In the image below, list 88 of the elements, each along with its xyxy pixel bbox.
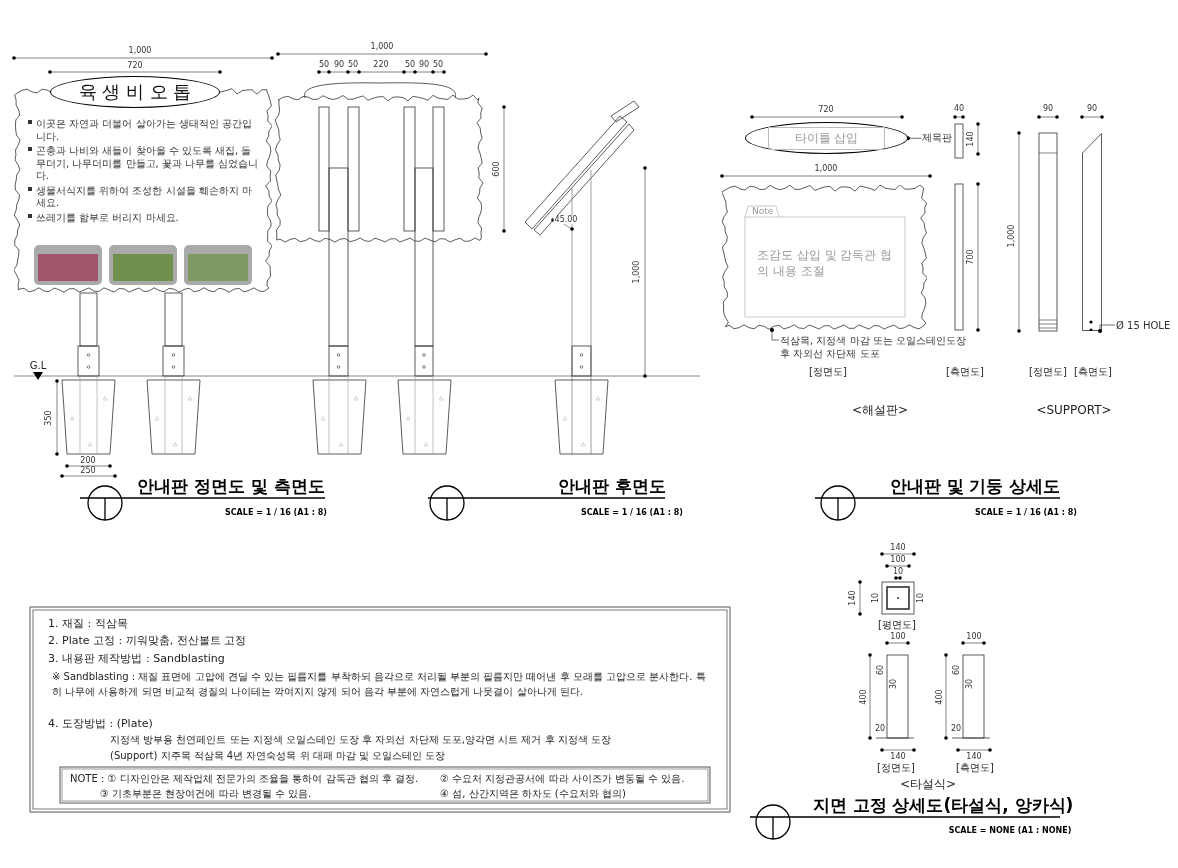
dimension-label: 90 [417, 61, 431, 69]
dimension-label: 20 [873, 725, 887, 733]
dimension-label: 140 [849, 589, 857, 607]
note-text: NOTE : ① 디자인안은 제작업체 전문가의 조율을 통하여 감독관 협의 후 결정. [70, 774, 419, 784]
dimension-label: 90 [332, 61, 346, 69]
dimension-label: 30 [966, 677, 974, 691]
view-caption: G.L [29, 361, 47, 371]
view-caption: [측면도] [1074, 367, 1112, 377]
placeholder-text: 조감도 삽입 및 감독관 협의 내용 조절 [757, 247, 894, 280]
dimension-label: 100 [889, 556, 907, 564]
view-caption: [정면도] [1029, 367, 1067, 377]
view-caption: [측면도] [956, 763, 994, 773]
dimension-label: 1,000 [369, 43, 395, 51]
leader-text: 제목판 [922, 132, 952, 145]
dimension-label: 45.00 [553, 216, 579, 224]
drawing-title: 안내판 후면도 [558, 477, 666, 495]
dimension-label: 90 [1041, 105, 1055, 113]
tab-label: Note [752, 207, 774, 216]
dimension-label: 600 [493, 160, 501, 178]
view-caption: [정면도] [809, 367, 847, 377]
bullet-text: 이곳은 자연과 더불어 살아가는 생태적인 공간입니다. [36, 118, 253, 143]
dimension-label: 90 [1085, 105, 1099, 113]
note-text: ② 수요처 지정관공서에 따라 사이즈가 변동될 수 있음. [440, 774, 685, 784]
drawing-title: 안내판 정면도 및 측면도 [137, 477, 325, 495]
dimension-label: 10 [917, 591, 925, 605]
interpretive-panel [722, 185, 927, 330]
note-text: ④ 섬, 산간지역은 하차도 (수요처와 협의) [440, 789, 626, 799]
dimension-label: 60 [953, 663, 961, 677]
view-caption: <해설판> [851, 404, 909, 416]
dimension-label: 400 [860, 688, 868, 706]
dimension-label: 720 [126, 62, 144, 70]
scale-note: SCALE = 1 / 16 (A1 : 8) [581, 509, 683, 517]
note-text: 1. 재질 : 적삼목 [48, 618, 128, 629]
drawing-title: 안내판 및 기둥 상세도 [889, 477, 1061, 495]
note-text: 2. Plate 고정 : 끼워맞춤, 전산볼트 고정 [48, 635, 247, 646]
note-text: (Support) 지주목 적삼목 4년 자연숙성목 위 대패 마감 및 오일스테인 도장 [110, 751, 446, 761]
dimension-label: 1,000 [813, 165, 839, 173]
view-caption: <타설식> [899, 778, 957, 790]
dimension-label: 700 [967, 248, 975, 266]
dimension-label: 350 [45, 409, 53, 427]
bullet-text: 생물서식지를 위하여 조성한 시설을 훼손하지 마세요. [36, 184, 253, 210]
note-text: 3. 내용판 제작방법 : Sandblasting [48, 653, 225, 664]
dimension-label: 100 [889, 633, 907, 641]
leader-text: 적삼목, 지정색 마감 또는 오일스테인도장 후 자외선 차단제 도포 [780, 335, 970, 360]
dimension-label: 1,000 [633, 259, 641, 285]
note-text: ※ Sandblasting : 재질 표면에 고압에 견딜 수 있는 필름지를 부착하되 음각으로 처리될 부분의 필름지만 떼어낸 후 모래를 고압으로 분사한다. 특히 나무에 사용하게 되면 비교적 경질의 나이테는 깍여지지 않게 되어 음각 부분에 자연스럽게 나뭇결이 살아나게 된다. [52, 670, 707, 699]
dimension-label: 60 [877, 663, 885, 677]
bullet-text: 곤충과 나비와 새들이 찾아올 수 있도록 새집, 돌무더기, 나무더미를 만들고, 꽃과 나무를 심었습니다. [36, 145, 260, 183]
dimension-label: 30 [890, 677, 898, 691]
dimension-label: 50 [346, 61, 360, 69]
dimension-label: 250 [79, 467, 97, 475]
scale-note: SCALE = NONE (A1 : NONE) [948, 827, 1072, 835]
placeholder-text: 타이틀 삽입 [767, 126, 886, 150]
dimension-label: 10 [891, 568, 905, 576]
view-caption: <SUPPORT> [1036, 404, 1112, 416]
support-post [1082, 133, 1102, 331]
note-text: 지정색 방부용 천연페인트 또는 지정색 오일스테인 도장 후 자외선 차단제 도포,양각면 시트 제거 후 지정색 도장 [110, 735, 611, 745]
dimension-label: 720 [817, 106, 835, 114]
dimension-label: 220 [372, 61, 390, 69]
title-text: 육 생 비 오 톱 [78, 80, 192, 104]
photo-card [34, 245, 102, 285]
dimension-label: 1,000 [127, 47, 153, 55]
note-text: ③ 기초부분은 현장여건에 따라 변경될 수 있음. [100, 789, 312, 799]
view-caption: [평면도] [878, 620, 916, 630]
dimension-label: 1,000 [1008, 223, 1016, 249]
bullet-text: 쓰레기를 함부로 버리지 마세요. [36, 211, 179, 224]
dimension-label: 200 [79, 457, 97, 465]
note-text: 4. 도장방법 : (Plate) [48, 718, 153, 729]
dimension-label: 40 [952, 105, 966, 113]
leader-text: Ø 15 HOLE [1116, 320, 1171, 333]
dimension-label: 50 [317, 61, 331, 69]
dimension-label: 20 [949, 725, 963, 733]
dimension-label: 400 [936, 688, 944, 706]
dimension-label: 50 [403, 61, 417, 69]
scale-note: SCALE = 1 / 16 (A1 : 8) [975, 509, 1077, 517]
photo-card [109, 245, 177, 285]
dimension-label: 140 [889, 544, 907, 552]
drawing-title: 지면 고정 상세도(타설식, 앙카식) [812, 796, 1074, 814]
dimension-label: 50 [431, 61, 445, 69]
view-caption: [측면도] [946, 367, 984, 377]
dimension-label: 100 [965, 633, 983, 641]
dimension-label: 140 [967, 130, 975, 148]
dimension-label: 140 [889, 753, 907, 761]
scale-note: SCALE = 1 / 16 (A1 : 8) [225, 509, 327, 517]
dimension-label: 10 [872, 591, 880, 605]
view-caption: [정면도] [877, 763, 915, 773]
photo-card [184, 245, 252, 285]
dimension-label: 140 [965, 753, 983, 761]
